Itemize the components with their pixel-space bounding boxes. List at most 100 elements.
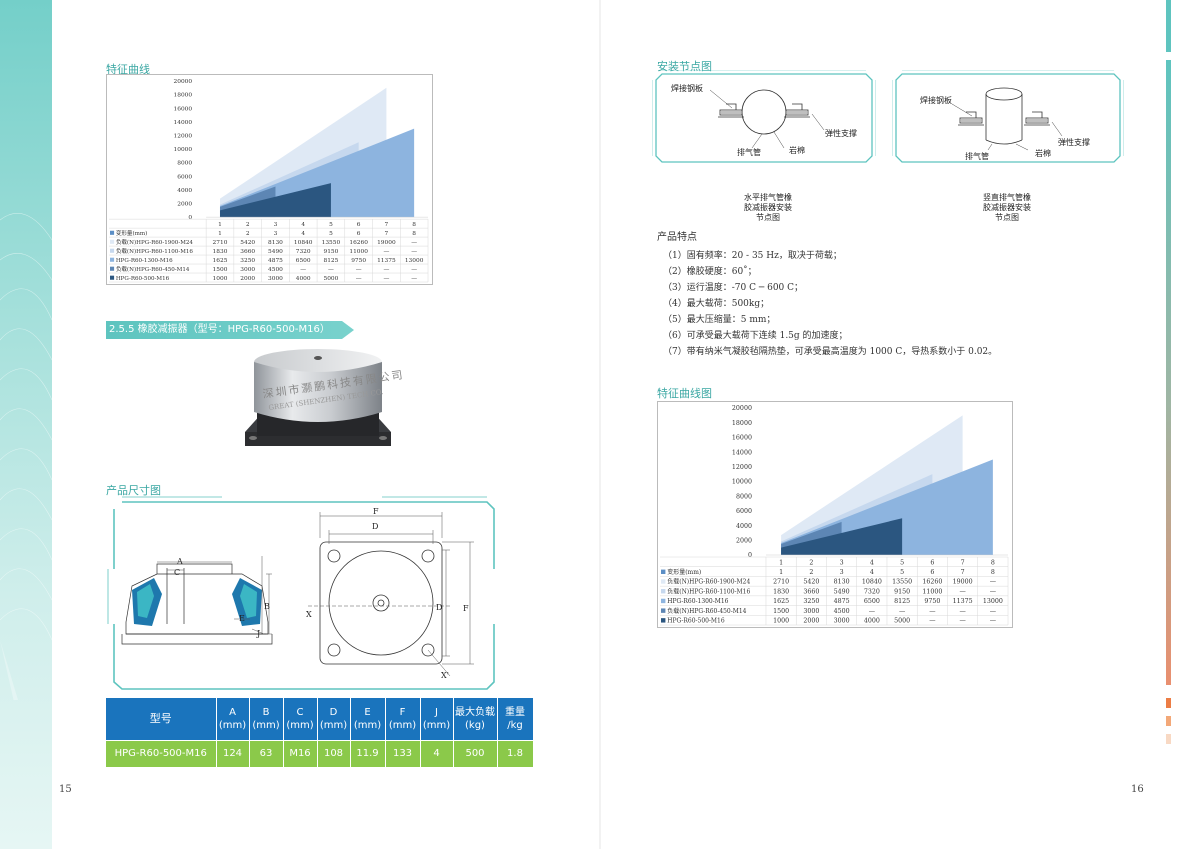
data-label: —: [383, 276, 389, 282]
y-tick-label: 20000: [174, 79, 193, 85]
legend-swatch: [110, 248, 115, 253]
data-label: —: [411, 267, 417, 273]
dim-label-f-top: F: [373, 507, 379, 516]
x-tick-label: 8: [991, 559, 995, 566]
data-label: 9150: [894, 588, 910, 595]
data-label: —: [959, 618, 966, 625]
data-label: 4500: [268, 267, 283, 273]
y-tick-label: 8000: [177, 161, 192, 167]
data-label: 5: [329, 231, 333, 237]
data-label: 2000: [803, 618, 819, 625]
x-tick-label: 1: [779, 559, 783, 566]
data-label: —: [300, 267, 306, 273]
data-label: —: [959, 588, 966, 595]
data-label: 2: [246, 231, 250, 237]
data-label: 9750: [351, 258, 366, 264]
legend-label: HPG-R60-1300-M16: [667, 598, 728, 605]
data-label: —: [990, 618, 997, 625]
node1-plate-label: 焊接钢板: [671, 84, 703, 93]
spec-header-cell: 型号: [106, 698, 217, 740]
data-label: 3000: [240, 267, 255, 273]
y-tick-label: 12000: [174, 133, 193, 139]
data-label: —: [990, 579, 997, 586]
data-label: 8125: [323, 258, 338, 264]
legend-label: HPG-R60-500-M16: [667, 618, 725, 625]
data-label: 8130: [268, 240, 283, 246]
dim-label-d-top: D: [372, 522, 379, 531]
data-label: 5490: [834, 588, 850, 595]
data-label: 19000: [377, 240, 396, 246]
node2-pipe-label: 排气管: [965, 152, 989, 161]
data-label: 2710: [773, 579, 789, 586]
spec-cell: HPG-R60-500-M16: [106, 739, 217, 767]
legend-label: 负载(N)HPG-R60-1900-M24: [667, 578, 750, 586]
product-features: 产品特点 （1）固有频率：20 - 35 Hz，取决于荷载； （2）橡胶硬度：6…: [657, 228, 997, 360]
legend-swatch: [661, 569, 666, 574]
data-label: 9150: [323, 249, 338, 255]
legend-swatch: [661, 618, 666, 623]
feature-item: （3）运行温度：-70 C ─ 600 C；: [663, 283, 804, 293]
x-tick-label: 2: [809, 559, 813, 566]
page-spine: [599, 0, 601, 849]
data-label: 7320: [296, 249, 311, 255]
dim-label-b: B: [264, 602, 270, 611]
y-tick-label: 4000: [177, 188, 192, 194]
spec-header-cell: 重量/kg: [497, 698, 534, 740]
data-label: 3660: [803, 588, 819, 595]
data-label: —: [990, 608, 997, 615]
spec-header-cell: 最大负载(kg): [453, 698, 498, 740]
y-tick-label: 0: [748, 552, 752, 559]
x-tick-label: 5: [329, 222, 333, 228]
spec-cell: 124: [216, 739, 250, 767]
data-label: 3250: [240, 258, 255, 264]
dim-label-c: C: [174, 568, 181, 577]
data-label: 3: [274, 231, 278, 237]
data-label: 5420: [803, 579, 819, 586]
node1-wool-label: 岩棉: [789, 146, 805, 155]
legend-swatch: [110, 275, 115, 280]
legend-label: 变形量(mm): [116, 229, 148, 237]
x-tick-label: 3: [840, 559, 844, 566]
y-tick-label: 18000: [174, 93, 193, 99]
data-label: 8: [412, 231, 416, 237]
data-label: 4000: [864, 618, 880, 625]
data-label: 3250: [803, 598, 819, 605]
y-tick-label: 10000: [174, 147, 193, 153]
legend-swatch: [110, 239, 115, 244]
data-label: 4875: [834, 598, 850, 605]
feature-item: （1）固有频率：20 - 35 Hz，取决于荷载；: [663, 251, 842, 261]
x-tick-label: 4: [301, 222, 305, 228]
y-tick-label: 8000: [736, 493, 752, 500]
node1-pipe-label: 排气管: [737, 148, 761, 157]
y-tick-label: 6000: [736, 508, 752, 515]
data-label: 1625: [773, 598, 789, 605]
dim-label-e: E: [239, 614, 245, 623]
dimension-drawing: [107, 496, 495, 690]
data-label: —: [929, 618, 936, 625]
data-label: 1000: [773, 618, 789, 625]
x-tick-label: 3: [274, 222, 278, 228]
data-label: 6500: [864, 598, 880, 605]
legend-swatch: [661, 579, 666, 584]
spec-cell: M16: [283, 739, 318, 767]
data-label: —: [383, 249, 389, 255]
data-label: 3000: [834, 618, 850, 625]
spec-cell: 11.9: [350, 739, 386, 767]
data-label: 4875: [268, 258, 283, 264]
data-label: 3000: [268, 276, 283, 282]
y-tick-label: 14000: [732, 449, 752, 456]
spec-cell: 500: [453, 739, 498, 767]
y-tick-label: 16000: [174, 106, 193, 112]
product-photo: [245, 349, 391, 446]
data-label: 13550: [892, 579, 912, 586]
install-node-horizontal: [652, 70, 876, 163]
legend-swatch: [661, 608, 666, 613]
accent-square: [1166, 716, 1171, 726]
data-label: 11375: [377, 258, 396, 264]
x-tick-label: 2: [246, 222, 250, 228]
legend-label: 负载(N)HPG-R60-450-M14: [116, 265, 190, 273]
data-label: —: [383, 267, 389, 273]
